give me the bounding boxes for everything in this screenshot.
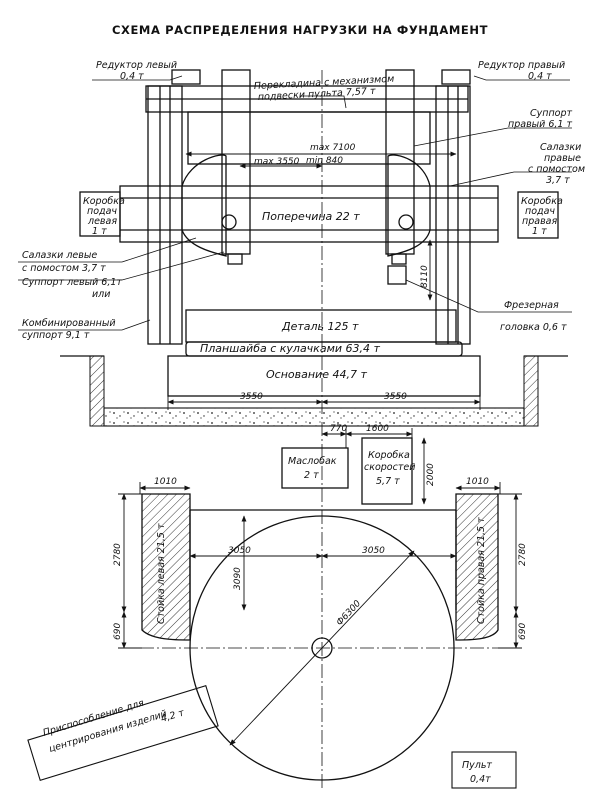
dim-base-left: 3550 (240, 392, 263, 402)
label-column-right: Стойка правая 21,5 т (476, 517, 487, 624)
label-slides-right: Салазки (540, 142, 581, 153)
column-right-plan (455, 493, 499, 641)
slides-right (387, 154, 431, 257)
dim-col-offset-right: 690 (518, 623, 528, 640)
feed-box-left (79, 191, 121, 237)
milling-head (387, 265, 407, 285)
dim-3090: 3090 (233, 567, 243, 590)
feed-box-right (517, 191, 559, 239)
label-milling-head-weight: головка 0,6 т (500, 322, 567, 333)
label-gearbox: Коробка (368, 450, 410, 461)
base (167, 355, 481, 397)
plan-view (189, 437, 457, 781)
label-crossrail: Поперечина 22 т (262, 210, 360, 223)
support-right-bolt (398, 214, 414, 230)
label-milling-head: Фрезерная (504, 300, 559, 311)
label-feedbox-left: Коробка (83, 196, 125, 207)
label-frames (27, 685, 517, 789)
label-feedbox-right-2: подач (525, 206, 555, 217)
support-left-bolt (221, 214, 237, 230)
console-frame (451, 751, 517, 789)
dim-col-width-left: 1010 (154, 477, 177, 487)
label-feedbox-right-3: правая (522, 216, 557, 227)
dim-radius-left: 3050 (228, 546, 251, 556)
dim-col-offset-left: 690 (113, 623, 123, 640)
label-faceplate: Планшайба с кулачками 63,4 т (200, 342, 380, 355)
label-slides-right-2: правые (544, 153, 581, 164)
label-feedbox-left-2: подач (87, 206, 117, 217)
label-gearbox-2: скоростей (364, 462, 415, 473)
label-support-right-weight: правый 6,1 т (508, 119, 572, 130)
label-support-left-or: или (92, 289, 110, 300)
label-gearbox-weight: 5,7 т (376, 476, 400, 487)
dim-col-height-right: 2780 (518, 543, 528, 566)
gearbox (361, 437, 413, 505)
label-column-left: Стойка левая 21,5 т (156, 523, 167, 624)
reducer-right (441, 69, 471, 85)
label-base: Основание 44,7 т (266, 368, 367, 381)
label-slides-right-weight: 3,7 т (546, 175, 570, 186)
drawing-title: СХЕМА РАСПРЕДЕЛЕНИЯ НАГРУЗКИ НА ФУНДАМЕН… (112, 23, 488, 37)
label-support-left: Суппорт левый 6,1т (22, 277, 122, 288)
label-support-right: Суппорт (530, 108, 573, 119)
elevation-view (79, 69, 559, 397)
label-workpiece: Деталь 125 т (281, 320, 359, 333)
columns-plan (141, 493, 499, 641)
dim-max-3550: max 3550 (254, 157, 300, 167)
dim-1600: 1600 (366, 424, 389, 434)
label-combined-support: Комбинированный (22, 318, 116, 329)
label-slides-right-3: с помостом (528, 164, 585, 175)
label-combined-support-weight: суппорт 9,1 т (22, 330, 90, 341)
reducer-left (171, 69, 201, 85)
label-reducer-left-weight: 0,4 т (120, 71, 144, 82)
label-feedbox-left-3: левая (87, 216, 117, 227)
slides-left (181, 154, 227, 257)
column-left-plan (141, 493, 191, 641)
leader-lines (18, 75, 572, 331)
dim-2000: 2000 (426, 463, 436, 486)
label-feedbox-left-weight: 1 т (92, 226, 107, 237)
label-console: Пульт (462, 760, 492, 771)
label-reducer-right: Редуктор правый (478, 60, 565, 71)
faceplate-plan (189, 515, 455, 781)
column-right-elevation (435, 85, 471, 345)
dim-col-width-right: 1010 (466, 477, 489, 487)
dim-base-right: 3550 (384, 392, 407, 402)
label-reducer-right-weight: 0,4 т (528, 71, 552, 82)
centering-fixture-frame (27, 685, 219, 781)
dim-770: 770 (330, 424, 347, 434)
oil-tank (281, 447, 349, 489)
foundation-pit (60, 355, 568, 427)
label-console-weight: 0,4т (470, 774, 491, 785)
dimension-lines (118, 151, 522, 746)
column-left-elevation (147, 85, 183, 345)
label-feedbox-right: Коробка (521, 196, 563, 207)
dimension-values: max 7100 min 840 max 3550 8110 3550 3550… (113, 143, 528, 640)
label-oil-tank: Маслобак (288, 456, 337, 467)
dim-max-7100: max 7100 (310, 143, 356, 153)
label-slides-left-weight: с помостом 3,7 т (22, 263, 106, 274)
dim-radius-right: 3050 (362, 546, 385, 556)
label-slides-left: Салазки левые (22, 250, 97, 261)
label-feedbox-right-weight: 1 т (532, 226, 547, 237)
dim-diameter: Ф6300 (335, 599, 363, 628)
dim-min-840: min 840 (306, 156, 343, 166)
label-oil-tank-weight: 2 т (304, 470, 319, 481)
label-reducer-left: Редуктор левый (96, 60, 177, 71)
dim-col-height-left: 2780 (113, 543, 123, 566)
text-labels: Редуктор левый 0,4 т Редуктор правый 0,4… (22, 60, 585, 785)
dim-8110: 8110 (420, 265, 430, 288)
